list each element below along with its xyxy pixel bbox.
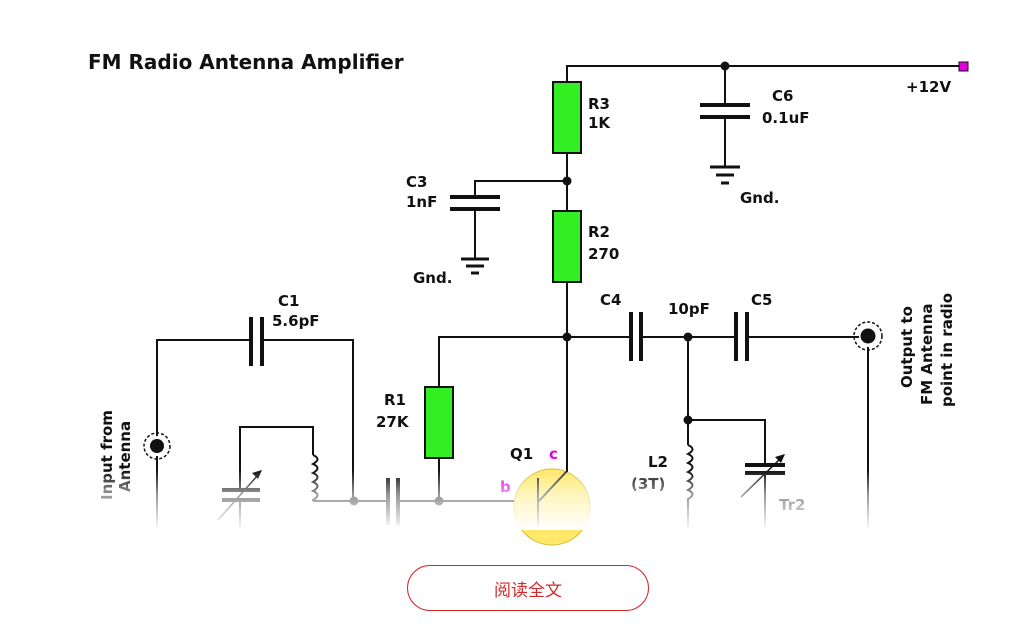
junction-dot — [683, 415, 693, 425]
junction-dot — [720, 61, 730, 71]
c3-value-label: 1nF — [406, 193, 437, 211]
ground-icon-c3 — [461, 257, 489, 275]
r1-name-label: R1 — [384, 391, 406, 409]
c1-right-wire — [262, 339, 354, 501]
resistor-r1 — [424, 386, 454, 459]
read-more-button[interactable]: 阅读全文 — [407, 565, 649, 611]
junction-dot — [562, 176, 572, 186]
c1-value-label: 5.6pF — [272, 312, 320, 330]
r1-value-label: 27K — [376, 413, 410, 431]
gnd-label-c3: Gnd. — [413, 269, 452, 287]
diagram-title: FM Radio Antenna Amplifier — [88, 50, 404, 74]
c4-name-label: C4 — [600, 291, 621, 309]
c1-name-label: C1 — [278, 292, 299, 310]
resistor-r2 — [552, 210, 582, 283]
content-fade-overlay — [0, 470, 1035, 530]
ground-icon-c6 — [710, 165, 740, 185]
junction-dots — [349, 61, 730, 506]
output-label-line1: Output to — [898, 306, 916, 388]
capacitor-c3 — [450, 195, 500, 211]
output-connector-icon — [853, 321, 883, 351]
r2-value-label: 270 — [588, 245, 619, 263]
l2-name-label: L2 — [648, 453, 668, 471]
capacitor-c1 — [249, 317, 264, 366]
junction-dot — [683, 332, 693, 342]
c3-name-label: C3 — [406, 173, 427, 191]
r1-top-wire — [438, 336, 567, 387]
tank-top-wire — [239, 426, 314, 490]
tr2-top-wire — [688, 419, 766, 465]
supply-terminal-icon — [958, 61, 969, 72]
c5-name-label: C5 — [751, 291, 772, 309]
output-label-line3: point in radio — [938, 293, 956, 407]
output-label: Output to FM Antenna point in radio — [898, 293, 956, 407]
c6-value-label: 0.1uF — [762, 109, 810, 127]
output-label-line2: FM Antenna — [918, 303, 936, 405]
q1-name-label: Q1 — [510, 445, 533, 463]
c6-name-label: C6 — [772, 87, 793, 105]
capacitor-c5 — [734, 312, 749, 361]
capacitor-c4 — [629, 312, 643, 361]
gnd-label-c6: Gnd. — [740, 189, 779, 207]
r2-name-label: R2 — [588, 223, 610, 241]
q1-collector-label: c — [549, 445, 558, 463]
supply-label: +12V — [906, 78, 951, 96]
c4-c5-value-label: 10pF — [668, 300, 710, 318]
r3-name-label: R3 — [588, 95, 610, 113]
c1-left-wire — [156, 339, 251, 436]
supply-rail-wire — [566, 65, 963, 82]
junction-dot — [562, 332, 572, 342]
input-connector-icon — [143, 432, 171, 460]
r3-value-label: 1K — [588, 114, 611, 132]
capacitor-c6 — [700, 103, 750, 119]
resistor-r3 — [552, 81, 582, 154]
c3-branch-wire — [474, 180, 567, 197]
